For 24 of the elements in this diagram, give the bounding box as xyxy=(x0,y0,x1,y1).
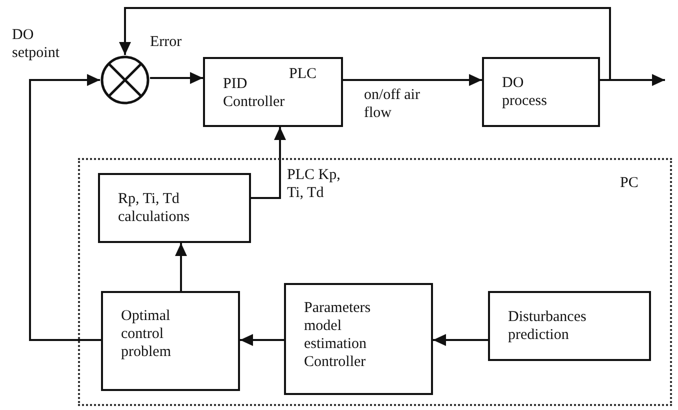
optimization-box xyxy=(101,291,240,391)
signal-label: Error xyxy=(150,33,182,51)
arrow xyxy=(251,127,286,199)
process-box xyxy=(482,57,600,127)
block-label: Rp, Ti, Td calculations xyxy=(118,190,191,226)
arrow xyxy=(240,334,284,346)
calculation-box xyxy=(98,173,251,243)
block-label: DO process xyxy=(502,74,548,110)
arrow xyxy=(433,334,488,346)
arrow xyxy=(119,7,611,81)
block-label: Optimal control problem xyxy=(121,307,172,361)
region-label: PC xyxy=(620,174,638,192)
estimation-box xyxy=(284,283,433,395)
arrow xyxy=(150,72,203,84)
block-label: PID Controller xyxy=(223,75,286,111)
pc-boundary xyxy=(78,158,672,406)
block-label: Disturbances prediction xyxy=(508,308,588,344)
arrow xyxy=(343,74,482,86)
arrow xyxy=(175,243,187,291)
prediction-box xyxy=(488,291,651,361)
arrow xyxy=(29,74,101,341)
block-label: Parameters model estimation Controller xyxy=(304,299,372,371)
device-label: PLC xyxy=(289,65,318,83)
controller-box xyxy=(203,57,343,127)
